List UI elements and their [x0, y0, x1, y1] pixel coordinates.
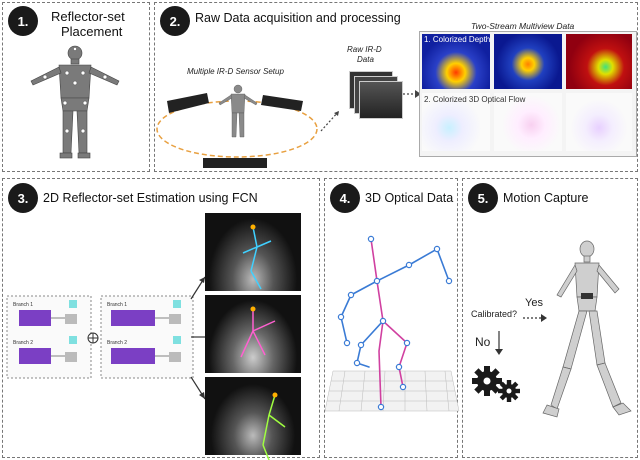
- fcn-skeleton-overlays: [240, 224, 286, 460]
- yes-arrow: [523, 314, 547, 322]
- flow-view-3: [566, 93, 632, 151]
- branch-1-label-b: Branch 1: [107, 302, 127, 308]
- panel-3d-optical-data: 4. 3D Optical Data: [324, 178, 460, 458]
- depth-label: 1. Colorized Depth: [424, 35, 491, 44]
- panel-1-title-line1: Reflector-set: [51, 9, 125, 24]
- panel-fcn-estimation: 3. 2D Reflector-set Estimation using FCN…: [2, 178, 320, 460]
- mannequin-with-reflectors: [30, 45, 120, 159]
- fcn-output-image-3: [205, 377, 301, 455]
- step-badge-1: 1.: [8, 6, 38, 36]
- flow-label: 2. Colorized 3D Optical Flow: [424, 95, 526, 104]
- fcn-network-diagram: Branch 1 Branch 2 Branch 1 Branch 2: [6, 295, 194, 379]
- panel-2-title: Raw Data acquisition and processing: [195, 11, 401, 25]
- depth-view-2: [494, 34, 562, 89]
- depth-view-3: [566, 34, 632, 89]
- step-badge-3: 3.: [8, 183, 38, 213]
- no-arrow: [495, 331, 503, 355]
- calibrated-question: Calibrated?: [471, 309, 518, 319]
- raw-data-label-line1: Raw IR-D: [347, 45, 382, 54]
- step-badge-4: 4.: [330, 183, 360, 213]
- yes-label: Yes: [525, 297, 543, 309]
- panel-3-title: 2D Reflector-set Estimation using FCN: [43, 191, 258, 205]
- panel-raw-data: 2. Raw Data acquisition and processing M…: [154, 2, 638, 172]
- panel-1-title-line2: Placement: [61, 24, 123, 39]
- two-stream-label: Two-Stream Multiview Data: [471, 21, 575, 31]
- raw-data-label-line2: Data: [357, 55, 374, 64]
- step-badge-2: 2.: [160, 6, 190, 36]
- panel-motion-capture: 5. Motion Capture Calibrated? Yes No: [462, 178, 638, 458]
- panel-reflector-placement: 1. Reflector-set Placement: [2, 2, 150, 172]
- panel-5-title: Motion Capture: [503, 191, 589, 205]
- flow-view-1: [422, 93, 490, 151]
- branch-2-label-b: Branch 2: [107, 340, 127, 346]
- animated-mannequin: [542, 240, 632, 418]
- sensor-setup-label: Multiple IR-D Sensor Setup: [187, 67, 284, 76]
- branch-1-label-a: Branch 1: [13, 302, 33, 308]
- step-badge-5: 5.: [468, 183, 498, 213]
- gear-icon: [472, 366, 520, 402]
- depth-view-1: [422, 34, 490, 89]
- branch-2-label-a: Branch 2: [13, 340, 33, 346]
- sensor-setup-diagram: [156, 84, 340, 168]
- panel-4-title: 3D Optical Data: [365, 191, 454, 205]
- raw-frame-front: [359, 81, 403, 119]
- no-label: No: [475, 335, 491, 349]
- 3d-skeleton-plot: [324, 235, 460, 412]
- flow-view-2: [494, 93, 562, 151]
- raw-to-stream-arrow: [395, 90, 421, 98]
